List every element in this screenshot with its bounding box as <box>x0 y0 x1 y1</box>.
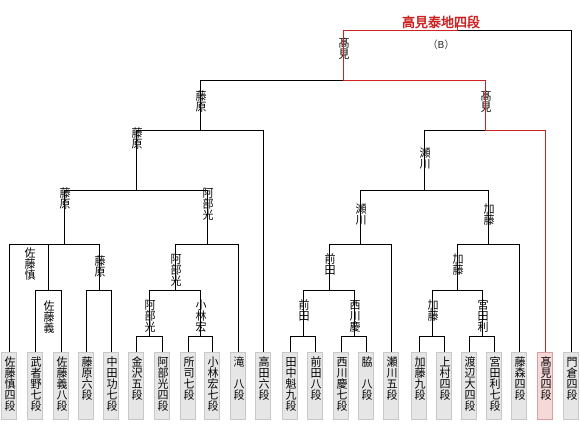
player-box: 藤原六段 <box>78 352 94 420</box>
player-box: 加藤九段 <box>411 352 427 420</box>
bracket-line <box>545 130 546 352</box>
bracket-line <box>360 190 361 244</box>
bracket-line <box>263 130 264 352</box>
bracket-line <box>424 130 425 190</box>
bracket-line <box>290 336 291 352</box>
bracket-line <box>343 30 344 80</box>
bracket-line <box>238 244 239 352</box>
bracket-line <box>303 290 355 291</box>
bracket-line <box>212 336 213 352</box>
player-box: 阿部光四段 <box>154 352 170 420</box>
bracket-line <box>494 336 495 352</box>
bracket-line <box>485 80 486 130</box>
player-box: 佐藤慎四段 <box>1 352 17 420</box>
bracket-line <box>432 290 483 291</box>
player-box: 佐藤義八段 <box>53 352 69 420</box>
player-box: 前田八段 <box>307 352 323 420</box>
bracket-line <box>35 290 36 352</box>
winner-label: 佐藤義 <box>42 299 55 334</box>
bracket-line <box>519 244 520 352</box>
player-box: 小林宏七段 <box>204 352 220 420</box>
bracket-line <box>48 244 49 290</box>
bracket-line <box>341 336 342 352</box>
bracket-line <box>64 190 208 191</box>
player-box: 西川慶七段 <box>333 352 349 420</box>
bracket-line <box>485 130 546 131</box>
bracket-line <box>9 244 10 352</box>
bracket-line <box>200 290 201 336</box>
bracket-line <box>200 80 201 130</box>
player-box: 所司七段 <box>180 352 196 420</box>
bracket-line <box>482 290 483 336</box>
bracket-line <box>469 336 470 352</box>
bracket-line <box>99 244 100 290</box>
player-box: 藤森四段 <box>511 352 527 420</box>
bracket-line <box>29 244 100 245</box>
player-box: 脇 八段 <box>358 352 374 420</box>
bracket-line <box>329 244 330 290</box>
bracket-line <box>444 336 445 352</box>
bracket-line <box>136 336 137 352</box>
bracket-line <box>35 290 62 291</box>
bracket-line <box>457 244 520 245</box>
bracket-line <box>290 336 316 337</box>
bracket-line <box>207 190 208 244</box>
bracket-line <box>419 336 420 352</box>
bracket-line <box>315 336 316 352</box>
bracket-line <box>86 290 112 291</box>
bracket-line <box>86 290 87 352</box>
player-box: 瀬川五段 <box>383 352 399 420</box>
bracket-line <box>341 336 367 337</box>
player-box: 宮田利七段 <box>486 352 502 420</box>
player-box: 田中魁九段 <box>282 352 298 420</box>
bracket-note: （B） <box>427 40 455 51</box>
bracket-line <box>419 336 445 337</box>
player-box: 中田功七段 <box>103 352 119 420</box>
bracket-line <box>175 244 176 290</box>
bracket-line <box>391 244 392 352</box>
bracket-line <box>136 130 137 190</box>
bracket-line <box>469 336 495 337</box>
champion-title: 高見泰地四段 <box>401 16 481 31</box>
bracket-line <box>111 290 112 352</box>
bracket-line <box>136 336 163 337</box>
player-box: 門倉四段 <box>563 352 579 420</box>
bracket-line <box>188 336 189 352</box>
bracket-line <box>188 336 213 337</box>
player-box: 金沢五段 <box>128 352 144 420</box>
bracket-line <box>149 290 150 336</box>
bracket-line <box>354 290 355 336</box>
bracket-line <box>303 290 304 336</box>
player-box: 滝 八段 <box>230 352 246 420</box>
player-box: 髙見四段 <box>537 352 553 420</box>
bracket-line <box>329 244 392 245</box>
bracket-line <box>162 336 163 352</box>
bracket-line <box>457 244 458 290</box>
winner-label: 佐藤慎 <box>23 246 36 281</box>
bracket-line <box>366 336 367 352</box>
player-box: 上村四段 <box>436 352 452 420</box>
bracket-line <box>175 244 239 245</box>
bracket-line <box>61 290 62 352</box>
bracket-line <box>488 190 489 244</box>
bracket-line <box>136 130 264 131</box>
bracket-line <box>571 30 572 352</box>
bracket-line <box>64 190 65 244</box>
bracket-line <box>457 24 458 30</box>
bracket-line <box>343 80 486 81</box>
player-box: 武者野七段 <box>27 352 43 420</box>
player-box: 高田六段 <box>255 352 271 420</box>
bracket-line <box>360 190 489 191</box>
bracket-line <box>149 290 201 291</box>
player-box: 渡辺大四段 <box>461 352 477 420</box>
bracket-line <box>432 290 433 336</box>
bracket-line <box>343 30 458 31</box>
